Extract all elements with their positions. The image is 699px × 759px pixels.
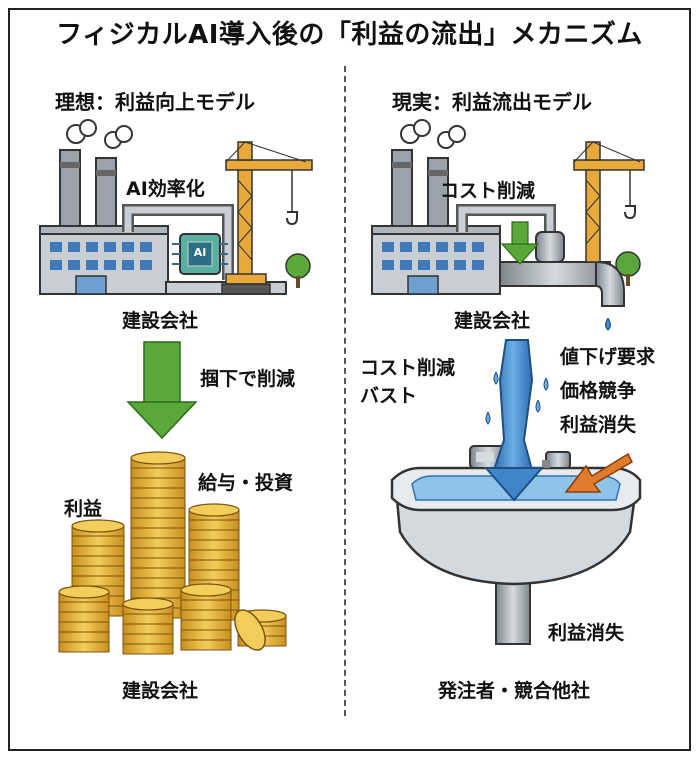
crane-icon: [221, 141, 313, 295]
price-pressure-label: 値下げ要求 価格競争 利益消失: [560, 340, 680, 442]
coin-stacks-icon: [58, 451, 287, 655]
right-heading: 現実：利益流出モデル: [392, 90, 592, 114]
page-title: フィジカルAI導入後の「利益の流出」メカニズム: [56, 20, 643, 50]
cost-bust-label: コスト削減 バスト: [360, 354, 480, 410]
salary-investment-label: 給与・投資: [198, 472, 294, 494]
price-pressure-line1: 値下げ要求: [560, 346, 656, 368]
down-arrow-icon: [126, 341, 198, 440]
water-stream-icon: [483, 339, 549, 502]
left-heading: 理想：利益向上モデル: [55, 90, 255, 114]
cost-bust-line1: コスト削減: [360, 357, 456, 379]
right-bottom-label: 発注者・競合他社: [437, 680, 590, 702]
price-pressure-line3: 利益消失: [560, 414, 637, 436]
center-divider: [344, 66, 346, 716]
left-company-label: 建設会社: [121, 310, 198, 332]
cost-bust-line2: バスト: [360, 385, 418, 407]
ai-efficiency-label: AI効率化: [126, 178, 205, 200]
cost-cut-label: コスト削減: [440, 180, 536, 202]
outer-frame: [8, 8, 691, 751]
left-arrow-label: 掴下で削減: [200, 368, 296, 390]
left-factory: [39, 119, 313, 295]
orange-arrow-icon: [564, 452, 633, 493]
ai-chip-label: AI: [193, 246, 207, 259]
right-factory: [371, 119, 645, 331]
price-pressure-line2: 価格競争: [560, 380, 637, 402]
smoke-icon: [66, 119, 133, 149]
profit-label: 利益: [64, 498, 103, 520]
drain-loss-label: 利益消失: [548, 622, 625, 644]
right-company-label: 建設会社: [453, 310, 530, 332]
left-bottom-company-label: 建設会社: [121, 680, 198, 702]
